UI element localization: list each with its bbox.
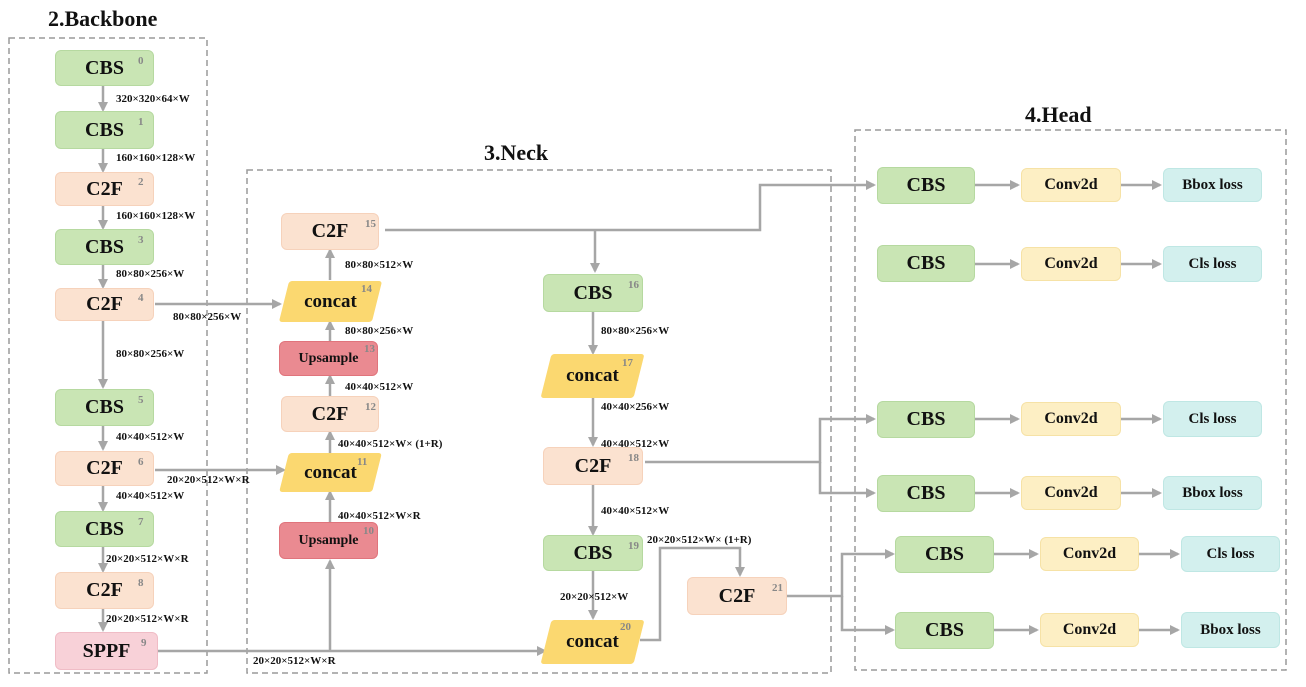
backbone-node-1: CBS [55, 111, 154, 149]
node-index: 9 [141, 637, 147, 649]
neck-node-15-c2f: C2F [281, 213, 379, 250]
node-index: 16 [628, 279, 639, 291]
dim-label: 40×40×256×W [601, 401, 670, 413]
dim-label: 40×40×512×W [345, 381, 414, 393]
dim-label: 160×160×128×W [116, 152, 196, 164]
head-cbs-5: CBS [895, 536, 994, 573]
dim-label: 20×20×512×W×R [106, 613, 189, 625]
node-index: 7 [138, 516, 144, 528]
neck-node-12-c2f: C2F [281, 396, 379, 432]
neck-node-16-cbs: CBS [543, 274, 643, 312]
dim-label: 40×40×512×W×R [338, 510, 421, 522]
node-index: 18 [628, 452, 639, 464]
neck-node-17-concat: concat [540, 354, 645, 398]
backbone-node-5: CBS [55, 389, 154, 426]
node-index: 5 [138, 394, 144, 406]
neck-node-11-concat: concat [279, 453, 382, 492]
neck-node-10-upsample: Upsample [279, 522, 378, 559]
dim-label: 80×80×256×W [345, 325, 414, 337]
dim-label: 40×40×512×W [601, 505, 670, 517]
backbone-node-0: CBS [55, 50, 154, 86]
neck-node-18-c2f: C2F [543, 447, 643, 485]
head-conv2d-4: Conv2d [1021, 476, 1121, 510]
dim-label: 80×80×256×W [116, 348, 185, 360]
backbone-node-3: CBS [55, 229, 154, 265]
head-conv2d-6: Conv2d [1040, 613, 1139, 647]
neck-node-14-concat: concat [278, 281, 383, 322]
node-index: 13 [364, 343, 375, 355]
edge-15-head1 [385, 180, 876, 232]
head-frame [854, 129, 1287, 671]
neck-frame [246, 169, 832, 674]
head-bbox-loss-4: Bbox loss [1163, 476, 1262, 510]
backbone-node-9-sppf: SPPF [55, 632, 158, 670]
head-title: 4.Head [1025, 102, 1092, 127]
dim-label: 20×20×512×W×R [106, 553, 189, 565]
edge-20-21 [640, 546, 745, 642]
dim-label: 80×80×256×W [116, 268, 185, 280]
dim-label: 320×320×64×W [116, 93, 190, 105]
node-index: 6 [138, 456, 144, 468]
dim-label: 20×20×512×W [560, 591, 629, 603]
head-conv2d-3: Conv2d [1021, 402, 1121, 436]
node-index: 10 [363, 525, 374, 537]
head-cbs-2: CBS [877, 245, 975, 282]
dim-label: 80×80×512×W [345, 259, 414, 271]
node-index: 0 [138, 55, 144, 67]
backbone-node-4: C2F [55, 288, 154, 321]
node-index: 3 [138, 234, 144, 246]
head-cbs-4: CBS [877, 475, 975, 512]
edge-21-head5 [787, 549, 895, 598]
node-index: 21 [772, 582, 783, 594]
dim-label: 80×80×256×W [601, 325, 670, 337]
head-conv2d-2: Conv2d [1021, 247, 1121, 281]
head-cbs-1: CBS [877, 167, 975, 204]
dim-label: 40×40×512×W× (1+R) [338, 438, 443, 450]
head-cbs-3: CBS [877, 401, 975, 438]
neck-node-13-upsample: Upsample [279, 341, 378, 376]
node-index: 20 [620, 621, 631, 633]
backbone-node-8: C2F [55, 572, 154, 609]
neck-node-20-concat: concat [540, 620, 645, 664]
node-index: 17 [622, 357, 633, 369]
neck-node-21-c2f: C2F [687, 577, 787, 615]
dim-label: 40×40×512×W [116, 490, 185, 502]
head-bbox-loss-1: Bbox loss [1163, 168, 1262, 202]
backbone-node-7: CBS [55, 511, 154, 547]
node-index: 15 [365, 218, 376, 230]
dim-label: 40×40×512×W [601, 438, 670, 450]
backbone-node-2: C2F [55, 172, 154, 206]
node-index: 4 [138, 292, 144, 304]
dim-label: 80×80×256×W [173, 311, 242, 323]
edge-21-head6 [840, 596, 895, 635]
neck-node-19-cbs: CBS [543, 535, 643, 571]
dim-label: 40×40×512×W [116, 431, 185, 443]
neck-title: 3.Neck [484, 140, 549, 165]
node-index: 1 [138, 116, 144, 128]
backbone-node-6: C2F [55, 451, 154, 486]
edge-18-head3 [645, 414, 876, 464]
head-cls-loss-5: Cls loss [1181, 536, 1280, 572]
head-cls-loss-3: Cls loss [1163, 401, 1262, 437]
node-index: 2 [138, 176, 144, 188]
backbone-title: 2.Backbone [48, 6, 158, 31]
dim-label: 20×20×512×W× (1+R) [647, 534, 752, 546]
head-cls-loss-2: Cls loss [1163, 246, 1262, 282]
head-conv2d-5: Conv2d [1040, 537, 1139, 571]
node-index: 12 [365, 401, 376, 413]
dim-label: 20×20×512×W×R [253, 655, 336, 667]
node-index: 11 [357, 456, 368, 468]
node-index: 19 [628, 540, 639, 552]
backbone-frame [8, 37, 208, 674]
head-cbs-6: CBS [895, 612, 994, 649]
edge-18-head4 [818, 462, 876, 498]
node-index: 14 [361, 283, 372, 295]
dim-label: 160×160×128×W [116, 210, 196, 222]
node-index: 8 [138, 577, 144, 589]
dim-label: 20×20×512×W×R [167, 474, 250, 486]
head-bbox-loss-6: Bbox loss [1181, 612, 1280, 648]
head-conv2d-1: Conv2d [1021, 168, 1121, 202]
